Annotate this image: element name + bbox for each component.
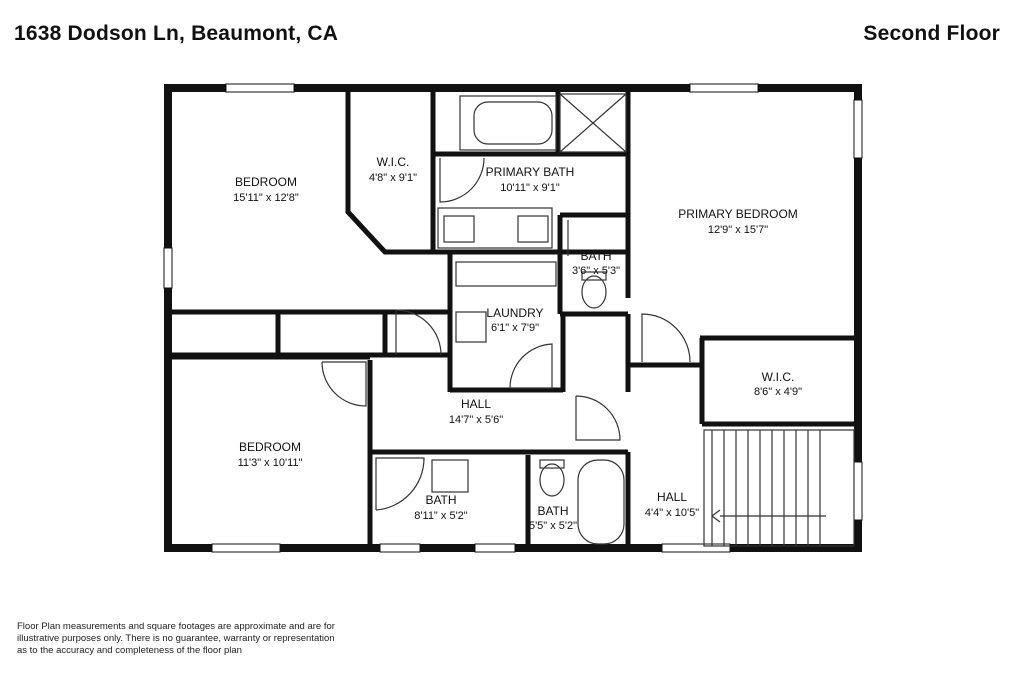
room-dims: 11'3" x 10'11" [238, 457, 303, 469]
vanity-icon [437, 207, 553, 249]
room-name: PRIMARY BATH [486, 165, 575, 179]
room-name: W.I.C. [762, 370, 795, 384]
door-swing-icon [395, 309, 442, 356]
disclaimer-line: as to the accuracy and completeness of t… [17, 645, 242, 656]
dryer-icon [455, 311, 487, 343]
floor-title: Second Floor [863, 22, 1000, 45]
sink-icon [431, 459, 469, 493]
room-name: W.I.C. [377, 155, 410, 169]
room-name: PRIMARY BEDROOM [678, 207, 798, 221]
room-name: BATH [425, 493, 456, 507]
bathtub-icon [577, 459, 625, 545]
door-swing-icon [575, 395, 621, 441]
room-name: BATH [537, 504, 568, 518]
room-dims: 12'9" x 15'7" [708, 224, 768, 236]
door-swing-icon [321, 361, 367, 407]
room-labels: BEDROOM 15'11" x 12'8" W.I.C. 4'8" x 9'1… [233, 155, 802, 532]
address-title: 1638 Dodson Ln, Beaumont, CA [14, 22, 339, 45]
room-name: LAUNDRY [486, 306, 543, 320]
windows [163, 83, 863, 553]
exterior-walls [164, 84, 862, 552]
door-swing-icon [509, 343, 553, 389]
door-swing-icon [439, 157, 485, 203]
toilet-icon [539, 463, 565, 497]
washer-icon [455, 261, 557, 287]
room-dims: 8'11" x 5'2" [414, 510, 467, 522]
disclaimer: Floor Plan measurements and square foota… [17, 621, 357, 657]
room-name: HALL [657, 490, 687, 504]
toilet-icon [581, 275, 607, 309]
room-dims: 6'1" x 7'9" [491, 322, 539, 334]
room-dims: 10'11" x 9'1" [500, 182, 560, 194]
room-dims: 15'11" x 12'8" [233, 192, 299, 204]
stairs-icon [703, 429, 855, 547]
disclaimer-line: Floor Plan measurements and square foota… [17, 621, 335, 632]
room-dims: 5'5" x 5'2" [529, 520, 577, 532]
doors [321, 157, 691, 511]
room-dims: 8'6" x 4'9" [754, 386, 802, 398]
room-dims: 14'7" x 5'6" [449, 414, 503, 426]
room-name: BEDROOM [239, 440, 301, 454]
door-swing-icon [375, 457, 425, 511]
disclaimer-line: illustrative purposes only. There is no … [17, 633, 335, 644]
bathtub-icon [459, 95, 557, 151]
room-name: HALL [461, 397, 491, 411]
interior-walls [170, 90, 858, 548]
room-dims: 4'8" x 9'1" [369, 172, 417, 184]
room-name: BEDROOM [235, 175, 297, 189]
room-name: BATH [580, 249, 611, 263]
fixtures [431, 93, 855, 547]
door-swing-icon [641, 313, 691, 363]
room-dims: 3'6" x 5'3" [572, 265, 620, 277]
shower-icon [559, 93, 627, 153]
room-dims: 4'4" x 10'5" [645, 507, 699, 519]
